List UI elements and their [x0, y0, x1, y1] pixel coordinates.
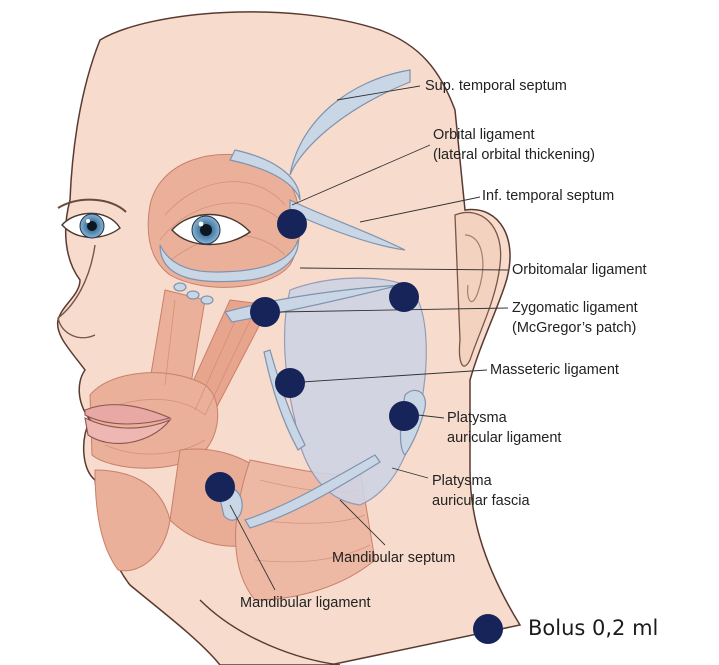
lower-lip [84, 417, 172, 444]
legend-label: Bolus 0,2 ml [528, 616, 659, 640]
left-eye [57, 198, 127, 239]
ear [454, 211, 502, 367]
label-masseteric-ligament: Masseteric ligament [490, 362, 619, 378]
injection-marker-mandibular-ligament [205, 472, 235, 502]
neck-contour [199, 599, 341, 665]
ear-inner [464, 234, 484, 303]
label-zygomatic-ligament-note: (McGregor’s patch) [512, 320, 637, 336]
upper-lip [84, 404, 172, 425]
injection-marker-masseteric-ligament [275, 368, 305, 398]
label-zygomatic-ligament: Zygomatic ligament [512, 300, 638, 316]
label-mandibular-septum: Mandibular septum [332, 550, 456, 566]
label-mandibular-ligament: Mandibular ligament [240, 595, 371, 611]
nose [57, 244, 96, 339]
mentalis-muscle [94, 469, 171, 572]
right-eye [171, 213, 252, 246]
label-platysma-auricular-ligament-2: auricular ligament [447, 430, 562, 446]
label-sup-temporal-septum: Sup. temporal septum [425, 78, 567, 94]
label-platysma-auricular-fascia-2: auricular fascia [432, 493, 530, 509]
label-platysma-auricular-ligament-1: Platysma [447, 410, 507, 426]
label-platysma-auricular-fascia-1: Platysma [432, 473, 492, 489]
label-inf-temporal-septum: Inf. temporal septum [482, 188, 615, 204]
injection-markers [205, 209, 419, 502]
legend-marker [473, 614, 503, 644]
label-orbital-ligament: Orbital ligament [433, 127, 535, 143]
label-orbitomalar-ligament: Orbitomalar ligament [512, 262, 647, 278]
leader-lines [229, 85, 509, 591]
injection-marker-zygomatic-ligament-medial [250, 297, 280, 327]
injection-marker-zygomatic-ligament-lateral [389, 282, 419, 312]
injection-marker-orbital-ligament [277, 209, 307, 239]
label-orbital-ligament-note: (lateral orbital thickening) [433, 147, 595, 163]
injection-marker-platysma-auricular-ligament [389, 401, 419, 431]
